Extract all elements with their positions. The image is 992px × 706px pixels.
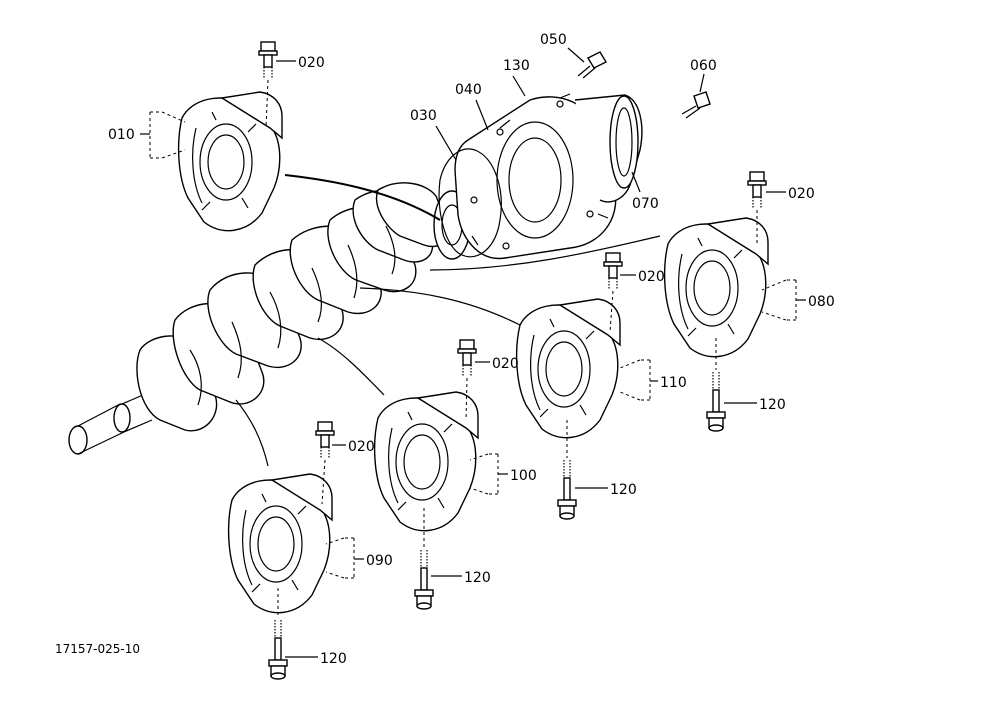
gasket-030: [438, 148, 502, 258]
label-120-b: 120: [610, 482, 637, 498]
bolt-060: [681, 91, 711, 119]
leader-lines: [140, 47, 806, 658]
bearing-case-090: [227, 473, 333, 614]
bearing-case-110: [515, 298, 621, 439]
label-020-b: 020: [788, 186, 815, 202]
label-030: 030: [410, 108, 437, 124]
bearing-case-080: [663, 217, 769, 358]
label-110: 110: [660, 375, 687, 391]
bolt-050: [577, 51, 607, 79]
label-100: 100: [510, 468, 537, 484]
label-130: 130: [503, 58, 530, 74]
label-080: 080: [808, 294, 835, 310]
seal-cylinder-070: [574, 94, 643, 203]
label-060: 060: [690, 58, 717, 74]
label-020-e: 020: [348, 439, 375, 455]
label-010: 010: [108, 127, 135, 143]
label-040: 040: [455, 82, 482, 98]
rear-bearing-case: [454, 93, 617, 260]
label-120-d: 120: [320, 651, 347, 667]
crankshaft: [68, 182, 471, 455]
label-120-a: 120: [759, 397, 786, 413]
diagram-id: 17157-025-10: [55, 642, 140, 656]
label-050: 050: [540, 32, 567, 48]
bearing-case-100: [373, 391, 479, 532]
label-090: 090: [366, 553, 393, 569]
label-070: 070: [632, 196, 659, 212]
label-120-c: 120: [464, 570, 491, 586]
label-020-c: 020: [638, 269, 665, 285]
label-020-a: 020: [298, 55, 325, 71]
part-labels: 010 020 020 020 020 020 030 040 050 060 …: [55, 32, 835, 667]
label-020-d: 020: [492, 356, 519, 372]
